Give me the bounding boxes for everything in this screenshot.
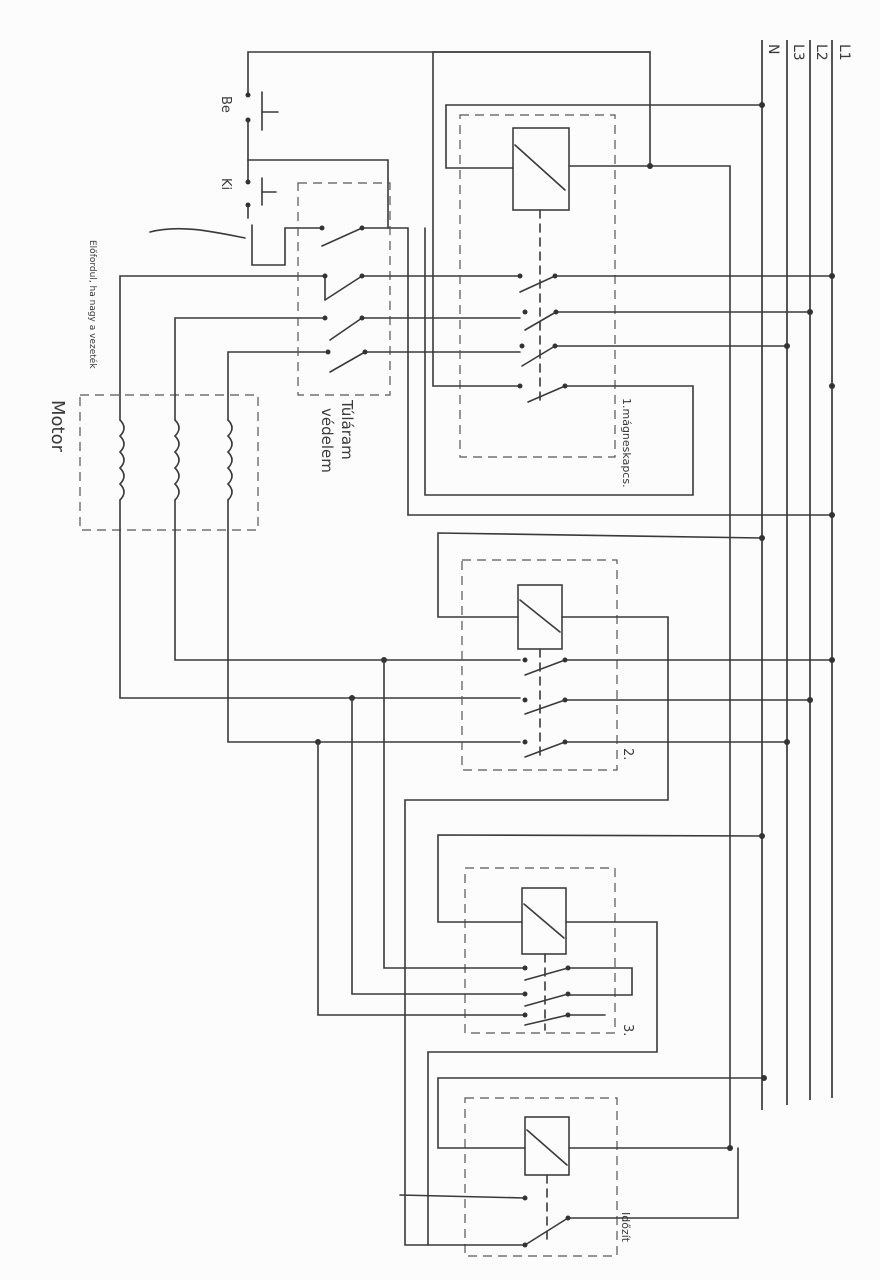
- contactor-1-label: 1.mágneskapcs.: [620, 398, 633, 488]
- overload-label-line1: Túláram: [338, 399, 356, 460]
- timer-boundary: [464, 1097, 618, 1257]
- motor-windings: [118, 275, 521, 743]
- timer-coil: [524, 1116, 570, 1176]
- supply-buses: [761, 40, 833, 1110]
- overload-label-line2: védelem: [318, 408, 336, 473]
- contactor-2-wiring: [315, 532, 835, 1246]
- contactor-1-wiring: [407, 51, 835, 1146]
- bus-label-l2: L2: [813, 44, 829, 61]
- contactor-3-label: 3.: [620, 1024, 635, 1036]
- motor-label: Motor: [47, 400, 68, 453]
- timer-label: Időzít: [619, 1212, 632, 1243]
- overload-contacts: [322, 273, 521, 373]
- annotation-text: Előfordul, ha nagy a vezeték: [87, 240, 98, 369]
- start-button-label: Be: [218, 96, 233, 113]
- bus-label-l1: L1: [836, 44, 852, 61]
- contactor-2-boundary: [461, 559, 618, 771]
- contactor-3-wiring: [317, 659, 765, 1246]
- bus-label-n: N: [765, 44, 781, 54]
- contactor-3-boundary: [464, 867, 616, 1034]
- contactor-1-boundary: [459, 114, 616, 458]
- annotation-arrow: [149, 227, 246, 239]
- contactor-2-label: 2.: [620, 748, 635, 760]
- stop-button-label: Ki: [218, 178, 233, 190]
- overload-boundary: [297, 182, 391, 396]
- bus-label-l3: L3: [790, 44, 806, 61]
- control-circuit: [245, 51, 651, 516]
- motor-boundary: [79, 394, 259, 531]
- timer-wiring: [399, 1075, 767, 1248]
